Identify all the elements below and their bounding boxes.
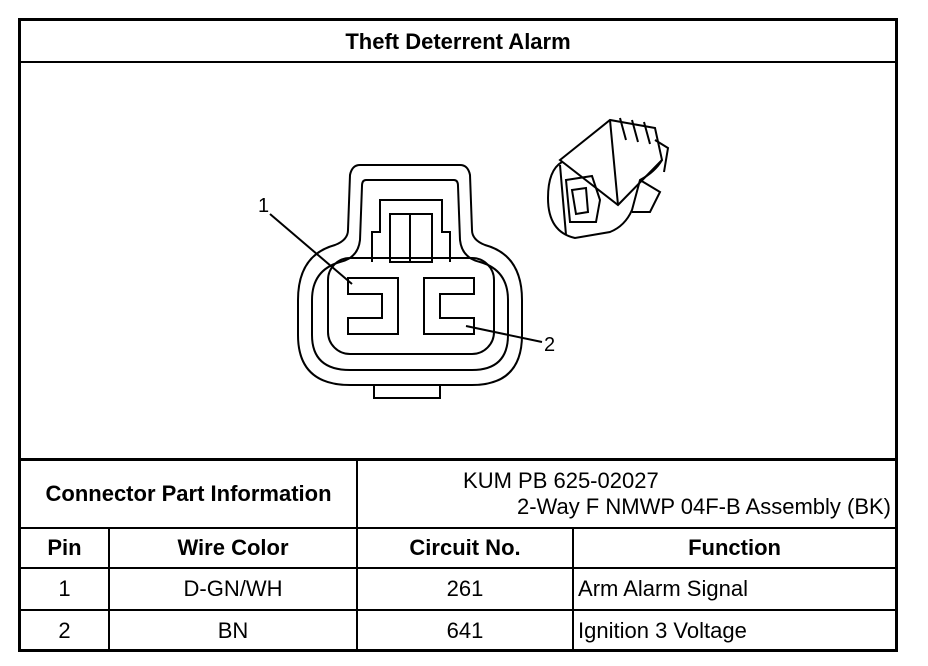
connector-drawing: 1 2 — [258, 117, 670, 399]
connector-face-outline — [297, 164, 523, 386]
connector-info-table: Connector Part Information KUM PB 625-02… — [21, 458, 896, 651]
connector-face-inner-outline — [311, 179, 509, 371]
header-wire-color: Wire Color — [107, 527, 359, 569]
wire-color-cell: D-GN/WH — [107, 567, 359, 611]
part-description: 2-Way F NMWP 04F-B Assembly (BK) — [516, 494, 892, 519]
chart-title: Theft Deterrent Alarm — [21, 21, 895, 63]
circuit-cell: 641 — [356, 609, 575, 651]
header-circuit-no: Circuit No. — [356, 527, 575, 569]
connector-3d-view — [546, 117, 670, 240]
header-pin: Pin — [21, 527, 110, 569]
function-cell: Ignition 3 Voltage — [572, 609, 896, 651]
circuit-cell: 261 — [356, 567, 575, 611]
pin-1-callout: 1 — [258, 195, 269, 217]
pin-cell: 1 — [21, 567, 110, 611]
pin-cell: 2 — [21, 609, 110, 651]
connector-part-info-label: Connector Part Information — [21, 458, 359, 529]
pin-1-leader — [269, 213, 353, 285]
connector-part-numbers: KUM PB 625-02027 2-Way F NMWP 04F-B Asse… — [356, 458, 896, 529]
function-cell: Arm Alarm Signal — [572, 567, 896, 611]
header-function: Function — [572, 527, 896, 569]
pin-2-callout: 2 — [544, 334, 555, 356]
wire-color-cell: BN — [107, 609, 359, 651]
pin-2-leader — [465, 325, 543, 343]
table-row: 1 D-GN/WH 261 Arm Alarm Signal — [21, 567, 896, 611]
table-row: 2 BN 641 Ignition 3 Voltage — [21, 609, 896, 651]
part-number: KUM PB 625-02027 — [463, 468, 659, 493]
connector-chart-frame: Theft Deterrent Alarm — [18, 18, 898, 652]
